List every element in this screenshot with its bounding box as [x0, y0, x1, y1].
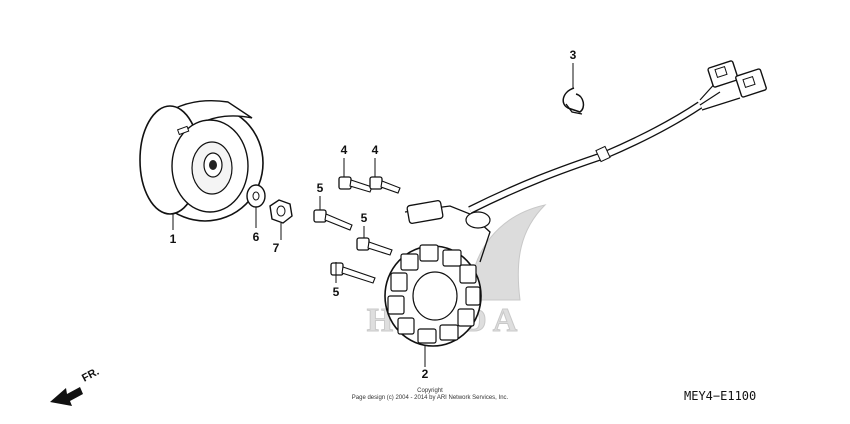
- bolt-4b[interactable]: [369, 176, 401, 194]
- nut-part[interactable]: [269, 199, 293, 224]
- callout-5a: 5: [317, 181, 324, 195]
- stator-coils: [387, 244, 481, 344]
- callout-3: 3: [570, 48, 577, 62]
- callout-7: 7: [273, 241, 280, 255]
- copyright-line-2: Page design (c) 2004 - 2014 by ARI Netwo…: [351, 395, 509, 401]
- flywheel-part[interactable]: [139, 100, 264, 222]
- diagram-code: MEY4−E1100: [684, 389, 757, 403]
- bolt-5a[interactable]: [313, 209, 353, 231]
- honda-wing-logo: [469, 204, 547, 301]
- callout-5c: 5: [333, 285, 340, 299]
- connector-a[interactable]: [707, 60, 739, 88]
- callout-4a: 4: [341, 143, 348, 157]
- front-arrow-icon: [50, 387, 83, 406]
- callout-5b: 5: [361, 211, 368, 225]
- callout-6: 6: [253, 230, 260, 244]
- callout-4b: 4: [372, 143, 379, 157]
- washer-part[interactable]: [246, 184, 266, 208]
- bolt-5b[interactable]: [356, 237, 393, 256]
- bolt-4a[interactable]: [338, 176, 373, 193]
- callout-1: 1: [170, 232, 177, 246]
- callout-2: 2: [422, 367, 429, 381]
- connector-b[interactable]: [735, 68, 767, 98]
- leader-lines: [172, 63, 574, 367]
- copyright-line-1: Copyright: [417, 388, 443, 394]
- clamp-part[interactable]: [562, 87, 585, 115]
- bolt-5c[interactable]: [330, 262, 376, 284]
- stator-part[interactable]: [384, 60, 767, 347]
